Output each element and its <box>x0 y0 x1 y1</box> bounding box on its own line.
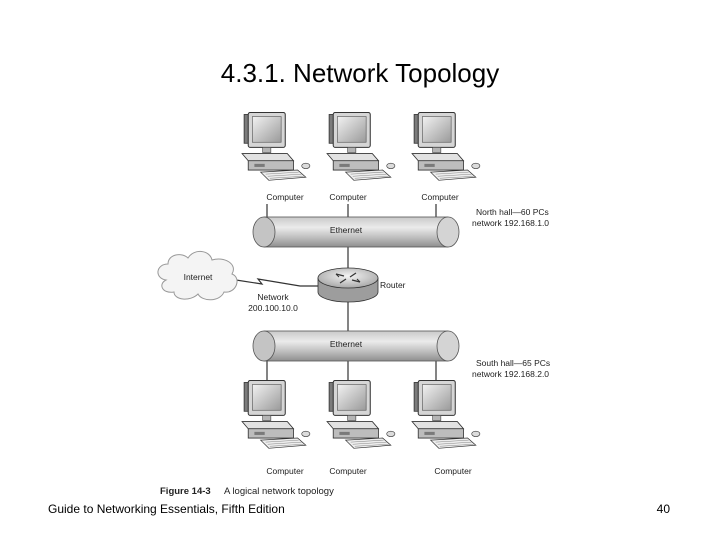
router-icon <box>317 267 379 303</box>
computer-icon <box>411 112 481 181</box>
internet-cloud-icon <box>157 251 238 301</box>
internet-cloud: Internet <box>157 251 238 301</box>
computer-label: Computer <box>329 192 366 202</box>
computer-icon <box>326 112 396 181</box>
footer-book-title: Guide to Networking Essentials, Fifth Ed… <box>48 502 285 516</box>
computer-label: Computer <box>421 192 458 202</box>
computer-label: Computer <box>266 466 303 476</box>
connection-lines <box>235 204 437 380</box>
figure-number: Figure 14-3 <box>160 486 211 497</box>
computer-north-1: Computer <box>241 112 311 202</box>
internet-label: Internet <box>184 272 213 282</box>
ethernet-backbone-north: Ethernet <box>252 216 460 248</box>
computer-label: Computer <box>266 192 303 202</box>
computer-label: Computer <box>434 466 471 476</box>
south-hall-label: South hall—65 PCs <box>476 358 550 368</box>
ethernet-label-north: Ethernet <box>330 225 363 235</box>
computer-north-3: Computer <box>411 112 481 202</box>
computer-south-3: Computer <box>411 380 481 476</box>
north-hall-label: North hall—60 PCs <box>476 207 549 217</box>
router: Router <box>317 267 406 303</box>
computer-icon <box>241 380 311 449</box>
ethernet-label-south: Ethernet <box>330 339 363 349</box>
computer-south-2: Computer <box>326 380 396 476</box>
ethernet-backbone-south: Ethernet <box>252 330 460 362</box>
page-number: 40 <box>656 502 670 516</box>
computer-label: Computer <box>329 466 366 476</box>
wan-network-address: 200.100.10.0 <box>248 303 298 313</box>
north-hall-network: network 192.168.1.0 <box>472 218 549 228</box>
computer-north-2: Computer <box>326 112 396 202</box>
figure-caption: A logical network topology <box>224 486 334 497</box>
computer-icon <box>326 380 396 449</box>
south-hall-network: network 192.168.2.0 <box>472 369 549 379</box>
wan-network-label: Network <box>257 292 289 302</box>
router-label: Router <box>380 280 406 290</box>
computer-icon <box>411 380 481 449</box>
computer-south-1: Computer <box>241 380 311 476</box>
slide-title: 4.3.1. Network Topology <box>220 58 500 88</box>
computer-icon <box>241 112 311 181</box>
